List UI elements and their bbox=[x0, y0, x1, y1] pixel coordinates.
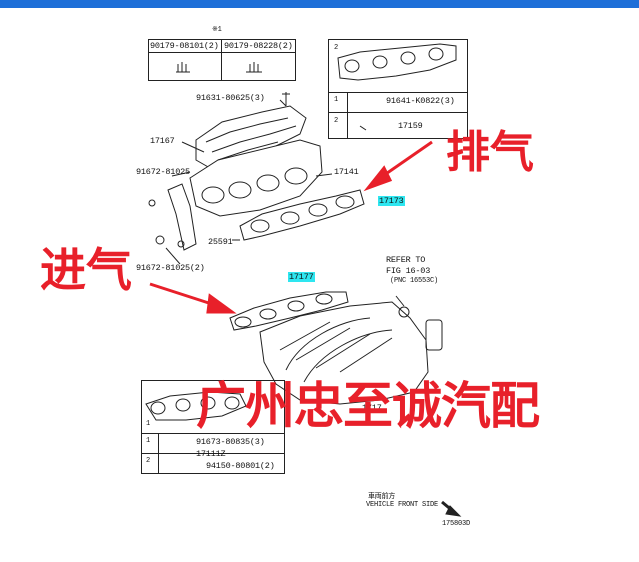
exhaust-gasket-17173 bbox=[239, 189, 365, 241]
intake-manifold bbox=[259, 301, 429, 405]
diagram-code: 175803D bbox=[442, 520, 471, 528]
intake-annotation: 进气 bbox=[40, 243, 132, 297]
heat-shield-17167 bbox=[195, 105, 307, 169]
label-17173: 17173 bbox=[378, 196, 405, 206]
label-17159: 17159 bbox=[398, 121, 423, 131]
top-bar bbox=[0, 0, 639, 8]
label-fig: FIG 16-03 bbox=[386, 266, 431, 276]
watermark: 广州忠至诚汽配 bbox=[196, 377, 540, 435]
label-91641: 91641-K0822(3) bbox=[386, 96, 455, 106]
label-17111z: 17111Z bbox=[196, 449, 226, 459]
label-17167: 17167 bbox=[150, 136, 175, 146]
circle-1-left-b: 1 bbox=[146, 437, 151, 445]
exhaust-annotation: 排气 bbox=[446, 127, 534, 178]
circle-2-left: 2 bbox=[146, 457, 151, 465]
label-90179-08228: 90179-08228(2) bbox=[224, 41, 293, 51]
label-90179-08101: 90179-08101(2) bbox=[150, 41, 219, 51]
intake-arrow bbox=[149, 282, 219, 308]
circle-1-right: 1 bbox=[334, 96, 339, 104]
label-91672-bottom: 91672-81025(2) bbox=[136, 263, 205, 273]
label-refer-to: REFER TO bbox=[386, 255, 426, 265]
gasket-set-box bbox=[141, 380, 285, 474]
exhaust-manifold-17141 bbox=[189, 139, 323, 217]
label-91631: 91631-80625(3) bbox=[196, 93, 265, 103]
vehicle-front-cn: 車両前方 bbox=[368, 493, 396, 501]
label-91673: 91673-80835(3) bbox=[196, 437, 265, 447]
label-91672-top: 91672-81025 bbox=[136, 167, 190, 177]
note-top: ※1 bbox=[212, 26, 222, 34]
exhaust-arrow bbox=[379, 140, 433, 180]
bracket bbox=[167, 183, 197, 251]
vehicle-front-label: VEHICLE FRONT SIDE bbox=[366, 501, 439, 509]
label-17177: 17177 bbox=[288, 272, 315, 282]
label-1717: 1717 bbox=[362, 403, 382, 413]
label-pnc: (PNC 16553C) bbox=[390, 277, 439, 285]
circle-2-top: 2 bbox=[334, 44, 339, 52]
label-17141: 17141 bbox=[334, 167, 359, 177]
gasket-kit-box bbox=[328, 39, 468, 139]
label-25591: 25591 bbox=[208, 237, 233, 247]
circle-2-right: 2 bbox=[334, 117, 339, 125]
circle-1-left-a: 1 bbox=[146, 420, 151, 428]
intake-gasket-17177 bbox=[229, 291, 349, 331]
bolt-table bbox=[148, 39, 296, 81]
label-94150: 94150-80801(2) bbox=[206, 461, 275, 471]
